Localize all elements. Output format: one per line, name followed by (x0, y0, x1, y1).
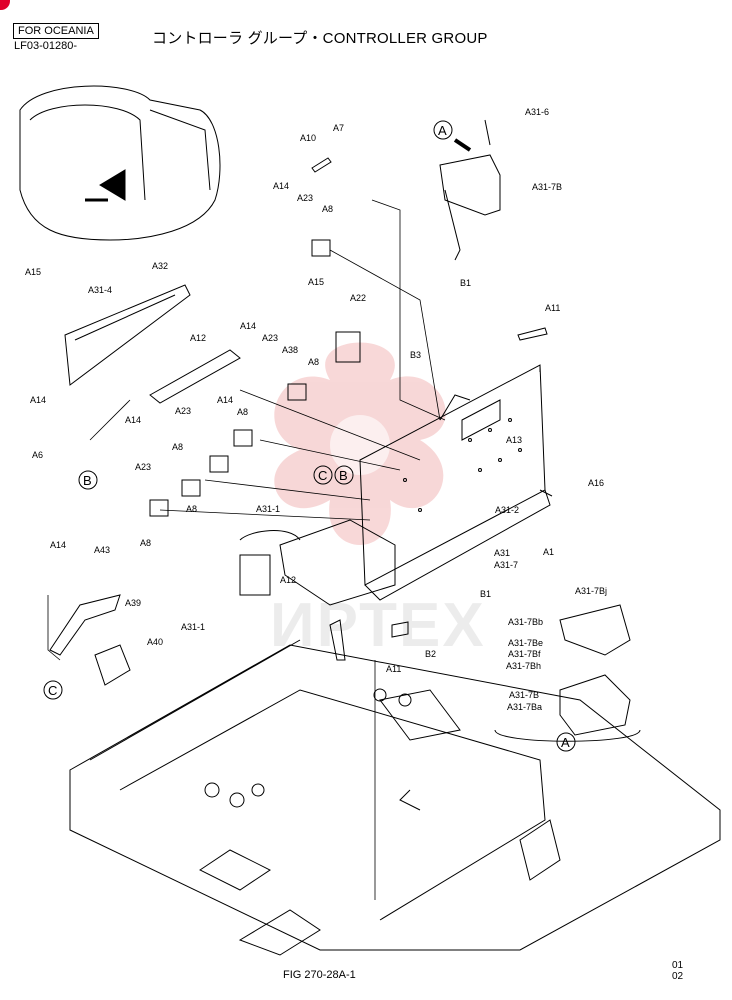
bracket-a39 (49, 594, 131, 686)
callout-label: A14 (30, 395, 46, 405)
controller-plate (359, 364, 553, 601)
circle-ref-label: B (339, 468, 348, 483)
circle-refs (43, 120, 576, 752)
circle-ref-label: B (83, 473, 92, 488)
detail-bracket (494, 729, 641, 742)
circle-ref-label: C (318, 468, 327, 483)
callout-label: A23 (262, 333, 278, 343)
machine-thumbnail (19, 85, 221, 241)
callout-label: A15 (308, 277, 324, 287)
callout-label: A31-1 (256, 504, 280, 514)
callout-label: A31 (494, 548, 510, 558)
relay-a8 (149, 239, 331, 517)
callout-label: A8 (237, 407, 248, 417)
callout-label: A31-7Ba (507, 702, 542, 712)
callout-label: A38 (282, 345, 298, 355)
watermark-logo (274, 342, 446, 545)
callout-label: A16 (588, 478, 604, 488)
callout-label: B2 (425, 649, 436, 659)
callout-label: A14 (50, 540, 66, 550)
callout-label: A15 (25, 267, 41, 277)
page-title: コントローラ グループ・CONTROLLER GROUP (152, 30, 488, 47)
callout-label: A31-7B (532, 182, 562, 192)
callout-label: A31-4 (88, 285, 112, 295)
callout-label: A43 (94, 545, 110, 555)
callout-label: B3 (410, 350, 421, 360)
connector-a31-7b-bottom (559, 674, 631, 736)
callout-label: A22 (350, 293, 366, 303)
callout-label: A10 (300, 133, 316, 143)
callout-label: B1 (480, 589, 491, 599)
connector-a31-7b (439, 119, 501, 261)
page-code: 01 (672, 960, 684, 971)
callout-label: A8 (322, 204, 333, 214)
page-code: 02 (672, 971, 684, 982)
callout-label: A31-7Bf (508, 649, 541, 659)
callout-label: A39 (125, 598, 141, 608)
bar-a11 (329, 619, 346, 661)
callout-label: A31-7B (509, 690, 539, 700)
callout-label: A31-2 (495, 505, 519, 515)
callout-label: A7 (333, 123, 344, 133)
callout-label: A13 (506, 435, 522, 445)
callout-label: A14 (125, 415, 141, 425)
circle-ref-label: C (48, 683, 57, 698)
relay-a22 (335, 331, 361, 363)
callout-label: A14 (273, 181, 289, 191)
watermark-text: ИРТЕХ (270, 591, 486, 660)
callout-label: A40 (147, 637, 163, 647)
document-code: LF03-01280- (14, 40, 77, 52)
callout-label: A6 (32, 450, 43, 460)
callout-label: A1 (543, 547, 554, 557)
floor-frame (69, 639, 721, 956)
callout-label: A31-6 (525, 107, 549, 117)
callout-label: A31-7 (494, 560, 518, 570)
callout-label: A12 (190, 333, 206, 343)
callout-label: A31-1 (181, 622, 205, 632)
callout-label: A31-7Bh (506, 661, 541, 671)
callout-label: A12 (280, 575, 296, 585)
page-codes: 01 02 (672, 960, 683, 982)
callout-labels: A31-6 A31-7B A10 A7 A14 A23 A8 A15 A32 A… (25, 107, 607, 712)
callout-label: A8 (172, 442, 183, 452)
callout-label: A31-7Be (508, 638, 543, 648)
callout-label: A23 (175, 406, 191, 416)
callout-label: A14 (240, 321, 256, 331)
bar-a12 (149, 349, 241, 404)
callout-label: A8 (140, 538, 151, 548)
callout-label: A11 (545, 303, 560, 313)
strip-a11 (517, 327, 548, 341)
region-label: FOR OCEANIA (13, 23, 99, 39)
callout-label: A31-7Bj (575, 586, 607, 596)
callout-label: A23 (135, 462, 151, 472)
pad-b2 (391, 621, 409, 638)
corner-badge (0, 0, 10, 10)
callout-label: A23 (297, 193, 313, 203)
controller-unit (239, 519, 396, 606)
callout-label: A8 (186, 504, 197, 514)
circle-ref-letters: A B C B C A (48, 123, 570, 750)
circle-ref-label: A (438, 123, 447, 138)
callout-label: A14 (217, 395, 233, 405)
leader-lines (47, 199, 446, 900)
callout-label: B1 (460, 278, 471, 288)
callout-label: A31-7Bb (508, 617, 543, 627)
callout-label: A32 (152, 261, 168, 271)
strip-a10 (311, 157, 332, 173)
cover-a31-7bj (559, 604, 631, 656)
panel-a32 (64, 284, 191, 386)
callout-label: A8 (308, 357, 319, 367)
circle-ref-label: A (561, 735, 570, 750)
callout-label: A11 (386, 664, 401, 674)
figure-number: FIG 270-28A-1 (283, 969, 356, 981)
